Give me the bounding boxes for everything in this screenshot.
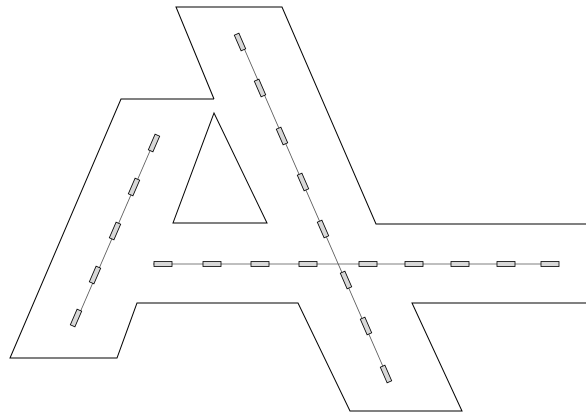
lane-marker-horizontal-3: [250, 261, 270, 267]
inner-triangle-island: [172, 111, 268, 224]
outer-road-edge-left: [175, 6, 586, 225]
lane-marker-left-diagonal-3: [108, 221, 122, 241]
centerlines: [74, 38, 555, 379]
road-edges: [9, 6, 586, 412]
lane-marker-horizontal-2: [202, 261, 222, 267]
lane-marker-horizontal-8: [496, 261, 516, 267]
lane-marker-main-diagonal-4: [296, 172, 310, 192]
lane-marker-horizontal-4: [298, 261, 318, 267]
lane-marker-main-diagonal-2: [253, 78, 267, 98]
upper-left-road-edge: [9, 98, 586, 412]
lane-marker-main-diagonal-7: [359, 316, 373, 336]
lane-marker-horizontal-7: [450, 261, 470, 267]
lane-marker-main-diagonal-8: [379, 364, 393, 384]
lane-markers: [69, 32, 560, 384]
lane-marker-horizontal-1: [153, 261, 173, 267]
lane-marker-left-diagonal-5: [69, 308, 83, 328]
lane-marker-left-diagonal-1: [147, 133, 161, 153]
lane-marker-horizontal-5: [358, 261, 378, 267]
lane-marker-main-diagonal-1: [233, 32, 247, 52]
lane-marker-left-diagonal-2: [127, 177, 141, 197]
lane-marker-left-diagonal-4: [88, 265, 102, 285]
lane-marker-main-diagonal-6: [339, 270, 353, 290]
lane-marker-main-diagonal-5: [316, 219, 330, 239]
lane-marker-main-diagonal-3: [275, 126, 289, 146]
lane-marker-horizontal-6: [404, 261, 424, 267]
lane-marker-horizontal-9: [540, 261, 560, 267]
